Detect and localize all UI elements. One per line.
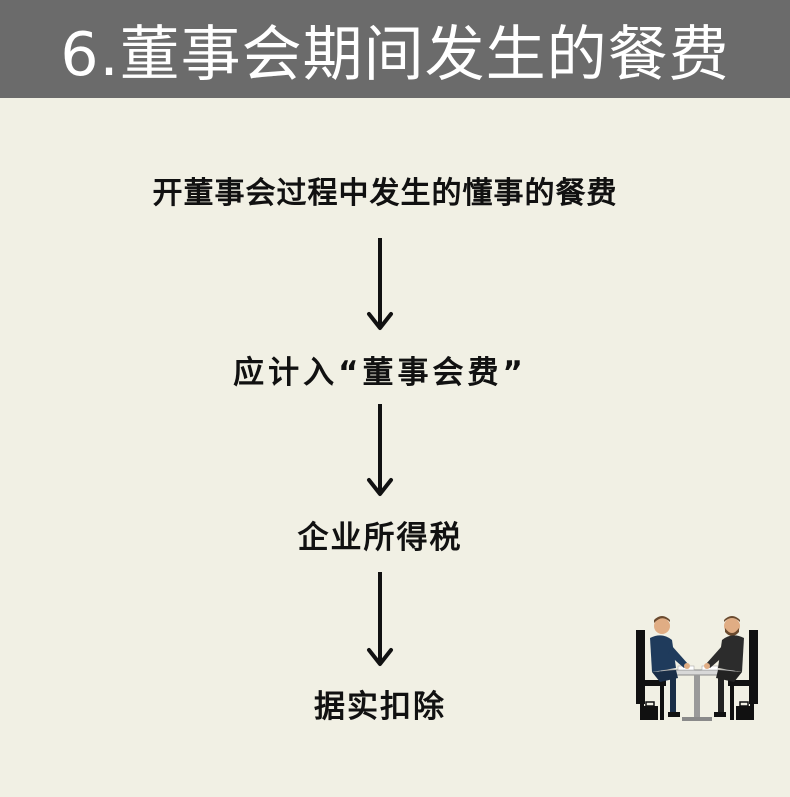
flow-step-1: 开董事会过程中发生的懂事的餐费 xyxy=(152,176,618,211)
arrow-down-icon xyxy=(367,404,393,496)
flowchart: 开董事会过程中发生的懂事的餐费 应计入“董事会费” 企业所得税 据实扣除 xyxy=(0,98,790,797)
flow-step-3: 企业所得税 xyxy=(297,520,463,556)
flow-step-4: 据实扣除 xyxy=(314,689,446,725)
title-banner: 6.董事会期间发生的餐费 xyxy=(0,0,790,98)
business-meeting-icon xyxy=(636,616,758,721)
flow-step-2: 应计入“董事会费” xyxy=(233,355,527,391)
arrow-down-icon xyxy=(367,572,393,666)
arrow-down-icon xyxy=(367,238,393,330)
page-title: 6.董事会期间发生的餐费 xyxy=(60,19,730,90)
